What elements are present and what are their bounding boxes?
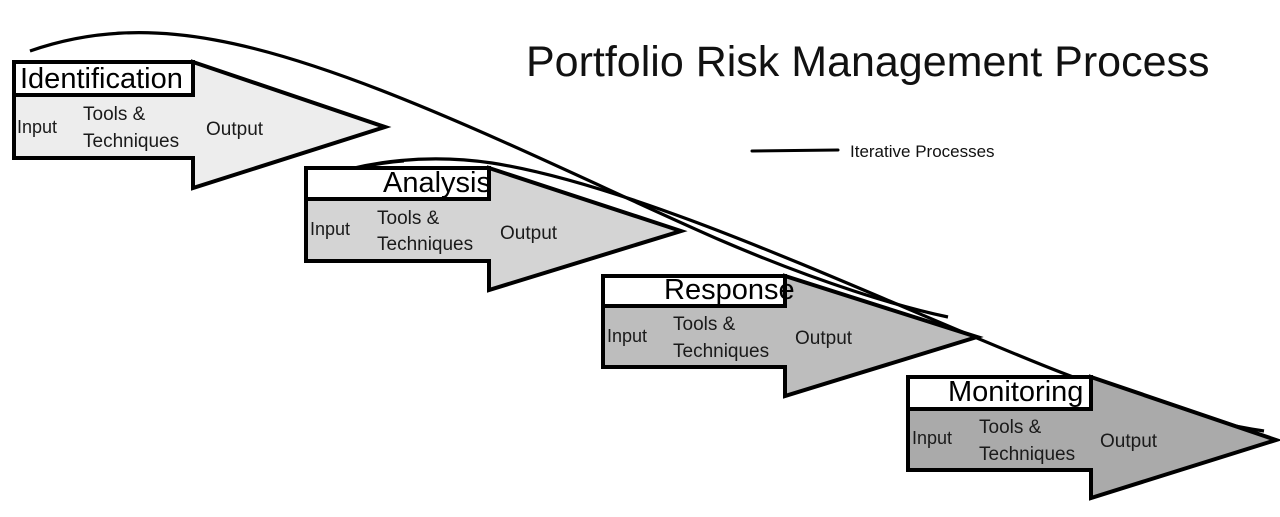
cell-tools-line1-response: Tools & [673,314,736,335]
stage-label-box-identification [12,60,195,97]
cell-output-identification: Output [206,119,264,140]
page-title: Portfolio Risk Management Process [526,38,1210,86]
stage-identification[interactable]: Identification Input Tools & Techniques … [12,59,392,191]
cell-tools-line2-identification: Techniques [83,131,179,152]
iterative-curve-1 [29,31,949,319]
stage-analysis[interactable]: Analysis Input Tools & Techniques Output [304,165,688,293]
cell-tools-line2-response: Techniques [673,341,769,362]
cell-output-analysis: Output [500,223,558,244]
cell-tools-line1-analysis: Tools & [377,208,440,229]
cell-input-identification: Input [17,117,57,137]
iterative-curve-1-taper [29,31,121,52]
legend-label: Iterative Processes [850,142,995,161]
stage-title-monitoring: Monitoring [948,376,1083,408]
stage-response[interactable]: Response Input Tools & Techniques Output [601,273,984,399]
cell-input-monitoring: Input [912,428,952,448]
cell-tools-line1-identification: Tools & [83,104,146,125]
stage-label-box-response [601,274,787,308]
cell-output-response: Output [795,328,853,349]
stage-title-identification: Identification [20,63,183,95]
cell-input-analysis: Input [310,219,350,239]
iterative-line-icon [750,148,840,153]
legend: Iterative Processes [750,142,995,161]
cell-tools-line2-analysis: Techniques [377,234,473,255]
cell-input-response: Input [607,326,647,346]
cell-tools-line2-monitoring: Techniques [979,444,1075,465]
stage-label-box-analysis [304,166,491,201]
stage-title-response: Response [664,274,795,306]
cell-tools-line1-monitoring: Tools & [979,417,1042,438]
stage-label-box-monitoring [906,375,1093,411]
cell-output-monitoring: Output [1100,431,1158,452]
stage-monitoring[interactable]: Monitoring Input Tools & Techniques Outp… [906,374,1280,501]
stage-title-analysis: Analysis [383,167,491,199]
